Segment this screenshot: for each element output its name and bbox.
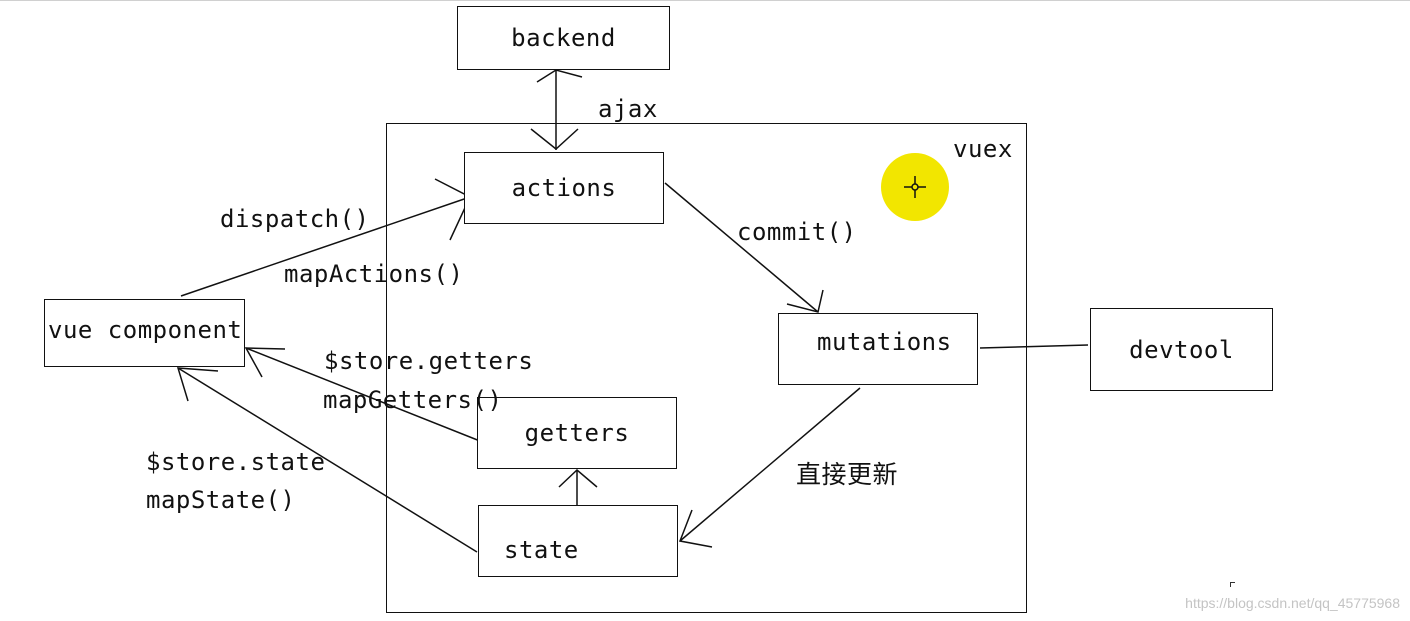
vue-component-node: vue component — [44, 299, 245, 367]
dispatch-label: dispatch() — [220, 205, 370, 233]
map-actions-label: mapActions() — [284, 260, 464, 288]
getters-node: getters — [477, 397, 677, 469]
vuex-container — [386, 123, 1027, 613]
commit-connector — [664, 182, 819, 313]
ajax-arrowhead-bottom — [530, 128, 579, 150]
devtool-node: devtool — [1090, 308, 1273, 391]
ajax-arrowhead-top — [536, 69, 583, 83]
state-connector — [177, 367, 478, 553]
map-getters-label: mapGetters() — [323, 386, 503, 414]
direct-update-arrowhead — [678, 509, 713, 548]
backend-node: backend — [457, 6, 670, 70]
getters-connector — [245, 347, 486, 444]
state-arrowhead — [176, 367, 219, 402]
vuex-label: vuex — [953, 135, 1013, 163]
mutations-node: mutations — [778, 313, 978, 385]
store-state-label: $store.state — [146, 448, 326, 476]
getters-arrowhead — [244, 347, 286, 378]
stray-mark — [1230, 582, 1235, 587]
crosshair-cursor-icon — [904, 176, 926, 198]
commit-label: commit() — [737, 218, 857, 246]
devtool-connector — [979, 344, 1089, 349]
dispatch-connector — [180, 196, 471, 297]
direct-update-label: 直接更新 — [796, 460, 899, 489]
commit-arrowhead — [786, 289, 824, 313]
state-to-getters-arrowhead — [558, 468, 598, 488]
direct-update-connector — [679, 387, 861, 542]
watermark: https://blog.csdn.net/qq_45775968 — [1185, 595, 1400, 611]
ajax-label: ajax — [598, 95, 658, 123]
top-divider — [0, 0, 1410, 1]
actions-node: actions — [464, 152, 664, 224]
store-getters-label: $store.getters — [324, 347, 534, 375]
map-state-label: mapState() — [146, 486, 296, 514]
state-node: state — [478, 505, 678, 577]
